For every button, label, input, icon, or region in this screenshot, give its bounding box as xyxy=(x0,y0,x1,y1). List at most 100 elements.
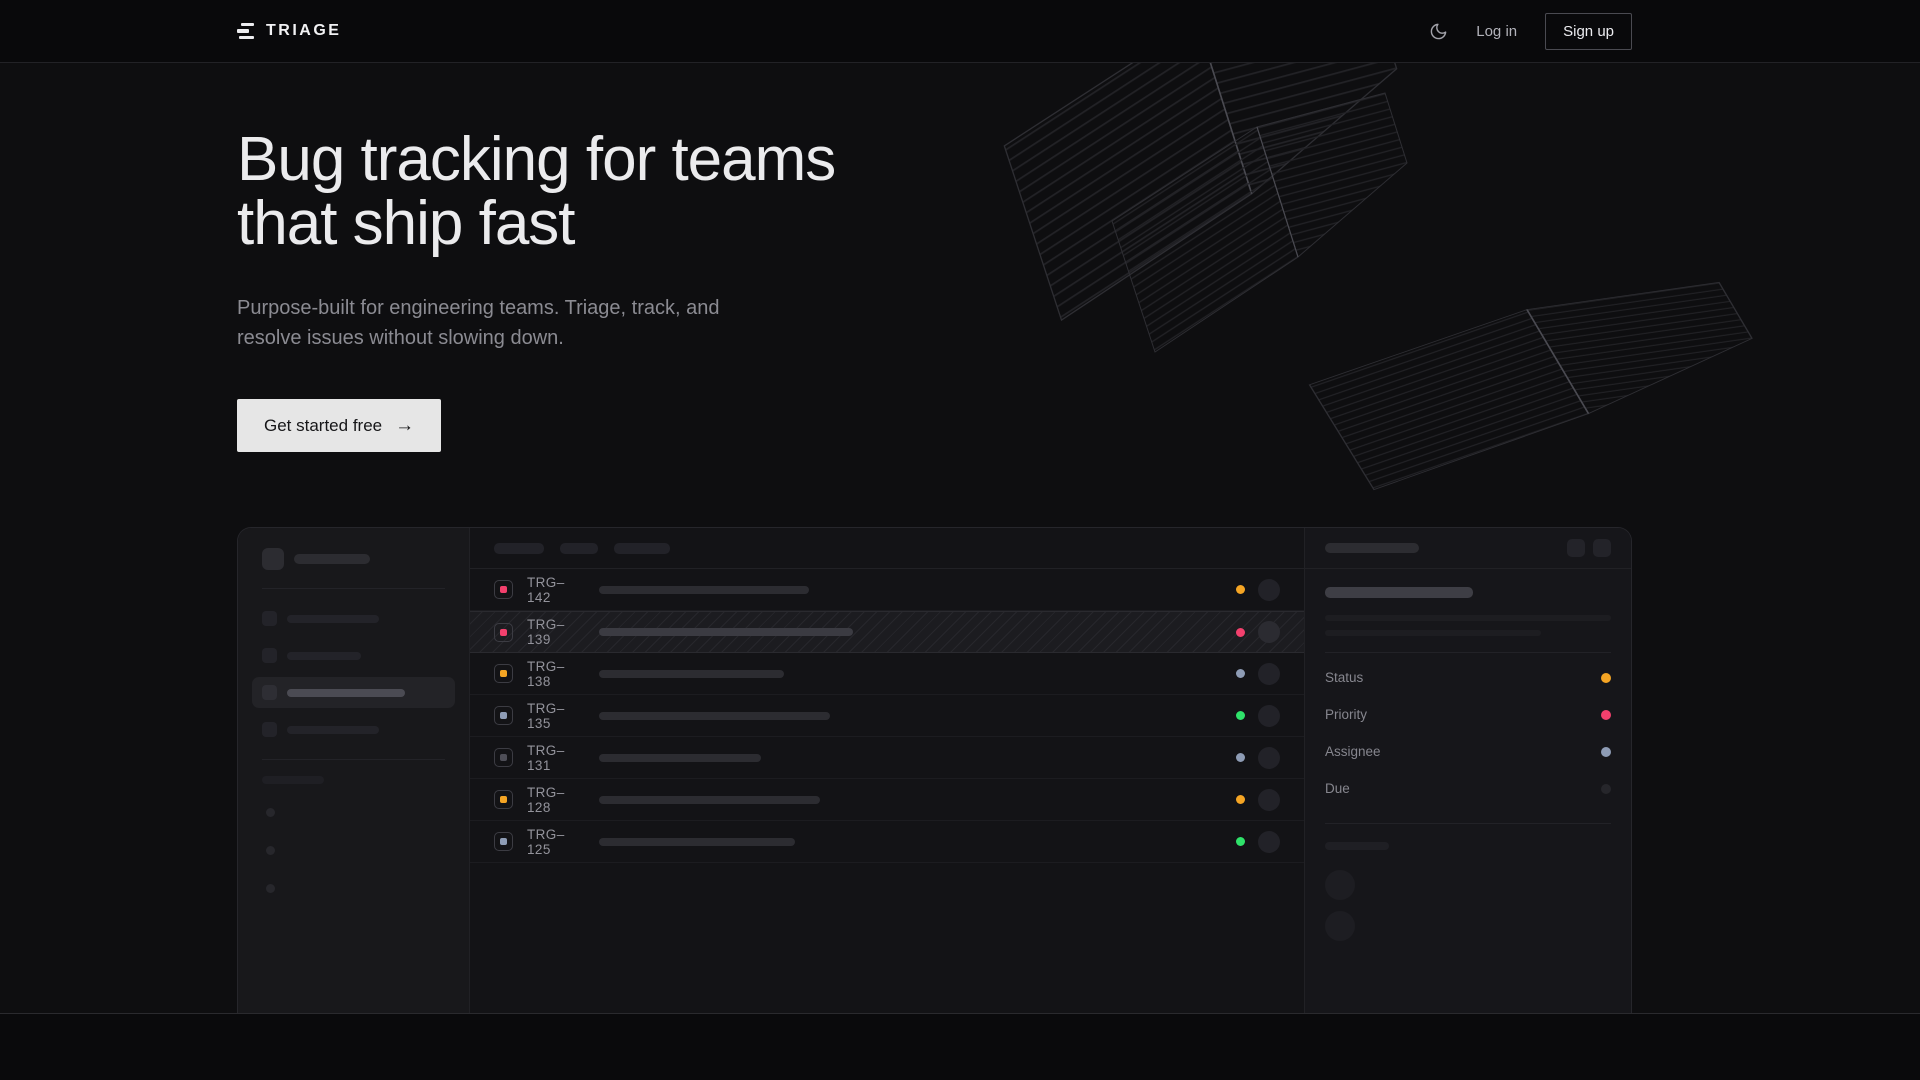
issue-title-skeleton xyxy=(599,585,809,594)
sidebar-item-icon xyxy=(262,611,277,626)
detail-header xyxy=(1305,528,1631,569)
app-mockup-window: TRG–142 TRG–139 xyxy=(237,527,1632,1013)
issue-title-skeleton xyxy=(599,837,795,846)
field-value-dot xyxy=(1601,672,1611,683)
sidebar-item[interactable] xyxy=(252,603,455,634)
issue-type-icon xyxy=(494,706,513,725)
get-started-button[interactable]: Get started free → xyxy=(237,399,442,452)
sidebar-item-icon xyxy=(262,685,277,700)
field-value-dot xyxy=(1601,746,1611,757)
issue-id: TRG–142 xyxy=(527,574,565,605)
issue-id: TRG–135 xyxy=(527,700,565,731)
detail-field[interactable]: Priority xyxy=(1325,696,1611,733)
nav-actions: Log in Sign up xyxy=(1429,12,1632,50)
issue-status-dot xyxy=(1236,585,1245,594)
mockup-sidebar xyxy=(238,528,470,1013)
issue-title-skeleton xyxy=(599,711,830,720)
assignee-avatar xyxy=(1258,788,1280,811)
issue-title-skeleton xyxy=(599,795,820,804)
assignee-avatar xyxy=(1258,830,1280,853)
sidebar-item-label-skeleton xyxy=(287,651,361,660)
issue-row[interactable]: TRG–131 xyxy=(470,737,1304,779)
detail-field[interactable]: Due xyxy=(1325,770,1611,807)
mockup-issue-list: TRG–142 TRG–139 xyxy=(470,528,1305,1013)
issue-status-dot xyxy=(1236,627,1245,637)
sidebar-item-icon xyxy=(262,722,277,737)
footer xyxy=(0,1013,1920,1080)
divider xyxy=(1325,652,1611,653)
page-title-line2: that ship fast xyxy=(237,189,576,258)
hero-subtitle: Purpose-built for engineering teams. Tri… xyxy=(237,293,719,353)
sidebar-item-icon xyxy=(262,648,277,663)
assignee-avatar xyxy=(1258,621,1280,643)
sidebar-item-label-skeleton xyxy=(287,688,405,697)
detail-text-skeleton xyxy=(1325,630,1541,636)
field-value-dot xyxy=(1601,709,1611,720)
detail-field[interactable]: Status xyxy=(1325,659,1611,696)
sidebar-item[interactable] xyxy=(252,714,455,745)
sidebar-item-active[interactable] xyxy=(252,677,455,708)
issue-row[interactable]: TRG–138 xyxy=(470,653,1304,695)
issue-row[interactable]: TRG–128 xyxy=(470,779,1304,821)
login-link[interactable]: Log in xyxy=(1476,22,1518,40)
issue-row[interactable]: TRG–139 xyxy=(470,611,1304,653)
issue-id: TRG–125 xyxy=(527,826,565,857)
issue-type-icon xyxy=(494,832,513,851)
theme-toggle-moon-icon[interactable] xyxy=(1429,22,1448,41)
activity-avatar-skeleton xyxy=(1325,911,1355,941)
signup-button[interactable]: Sign up xyxy=(1545,12,1632,50)
issue-status-dot xyxy=(1236,669,1245,678)
issue-type-icon xyxy=(494,664,513,683)
field-value-dot xyxy=(1601,783,1611,794)
sidebar-item-label-skeleton xyxy=(287,614,379,623)
page-title: Bug tracking for teams that ship fast xyxy=(237,128,836,258)
detail-action-button[interactable] xyxy=(1593,539,1611,557)
workspace-avatar xyxy=(262,548,284,570)
issue-type-icon xyxy=(494,748,513,767)
detail-title-skeleton xyxy=(1325,587,1473,598)
detail-header-actions xyxy=(1567,539,1611,557)
activity-section-skeleton xyxy=(1325,842,1389,850)
brand[interactable]: TRIAGE xyxy=(237,22,341,40)
issue-id: TRG–139 xyxy=(527,617,565,647)
field-label: Status xyxy=(1325,670,1364,685)
detail-action-button[interactable] xyxy=(1567,539,1585,557)
wireframe-decoration xyxy=(1003,0,1753,491)
issue-status-dot xyxy=(1236,711,1245,720)
issue-type-icon xyxy=(494,580,513,599)
mockup-list-tabs xyxy=(470,528,1304,569)
sidebar-section-skeleton xyxy=(262,776,324,784)
issue-status-dot xyxy=(1236,795,1245,804)
brand-name: TRIAGE xyxy=(266,22,342,39)
sidebar-item-label-skeleton xyxy=(287,725,379,734)
sidebar-bullet xyxy=(266,846,275,855)
issue-row[interactable]: TRG–135 xyxy=(470,695,1304,737)
detail-field[interactable]: Assignee xyxy=(1325,733,1611,770)
divider xyxy=(1325,823,1611,824)
assignee-avatar xyxy=(1258,578,1280,601)
assignee-avatar xyxy=(1258,704,1280,727)
field-label: Assignee xyxy=(1325,744,1381,759)
triage-logo-icon xyxy=(237,22,255,40)
issue-id: TRG–131 xyxy=(527,742,565,773)
tab-skeleton[interactable] xyxy=(614,542,670,554)
issue-row[interactable]: TRG–142 xyxy=(470,569,1304,611)
issue-id: TRG–128 xyxy=(527,784,565,815)
tab-skeleton[interactable] xyxy=(494,542,544,554)
sidebar-item[interactable] xyxy=(252,640,455,671)
issue-id: TRG–138 xyxy=(527,658,565,689)
issue-title-skeleton xyxy=(599,753,761,762)
issue-status-dot xyxy=(1236,753,1245,762)
tab-skeleton[interactable] xyxy=(560,542,598,554)
detail-breadcrumb-skeleton xyxy=(1325,543,1419,553)
workspace-switcher[interactable] xyxy=(262,548,445,570)
divider xyxy=(262,588,445,589)
issue-row[interactable]: TRG–125 xyxy=(470,821,1304,863)
hero-subtitle-line2: resolve issues without slowing down. xyxy=(237,327,564,349)
detail-body: Status Priority Assignee Due xyxy=(1305,569,1631,970)
activity-avatar-skeleton xyxy=(1325,870,1355,900)
issue-rows: TRG–142 TRG–139 xyxy=(470,569,1304,863)
workspace-name-skeleton xyxy=(294,554,370,564)
mockup-detail-panel: Status Priority Assignee Due xyxy=(1305,528,1631,1013)
sidebar-bullet xyxy=(266,884,275,893)
